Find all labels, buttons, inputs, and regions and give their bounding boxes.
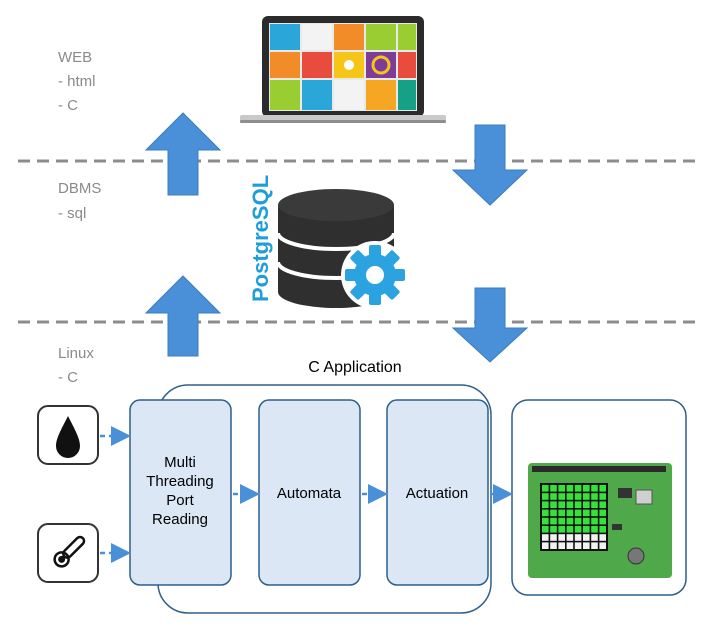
led-pixel <box>566 542 574 549</box>
led-pixel <box>591 485 598 492</box>
led-pixel <box>591 501 598 508</box>
gear-icon <box>341 241 409 309</box>
led-pixel <box>550 526 557 533</box>
led-pixel <box>574 501 582 508</box>
layer-name-dbms: DBMS <box>58 180 101 197</box>
led-pixel <box>558 542 565 549</box>
water-drop-icon <box>56 416 80 458</box>
led-pixel <box>550 534 557 541</box>
led-pixel <box>550 517 557 525</box>
led-pixel <box>558 485 565 492</box>
led-pixel <box>550 509 557 517</box>
led-pixel <box>558 509 565 517</box>
led-pixel <box>558 517 565 525</box>
led-pixel <box>574 509 582 517</box>
arrow-up-to-dbms <box>144 275 222 357</box>
module-label-actuation: Actuation <box>406 485 469 502</box>
led-pixel <box>566 517 574 525</box>
postgresql-label: PostgreSQL <box>248 175 273 302</box>
application-title: C Application <box>308 359 401 376</box>
led-pixel <box>566 526 574 533</box>
led-pixel <box>574 534 582 541</box>
led-pixel <box>591 493 598 500</box>
arrow-up-to-web <box>144 112 222 196</box>
led-pixel <box>583 542 590 549</box>
led-pixel <box>558 493 565 500</box>
led-pixel <box>542 534 549 541</box>
led-pixel <box>542 493 549 500</box>
led-pixel <box>574 526 582 533</box>
humidity-sensor <box>37 405 99 465</box>
layer-label-web: WEB - html - C <box>58 49 96 114</box>
led-pixel <box>591 517 598 525</box>
layer-name-linux: Linux <box>58 345 94 362</box>
sense-hat-board-icon <box>528 463 672 578</box>
thermometer-icon <box>53 535 86 568</box>
layer-name-web: WEB <box>58 49 92 66</box>
led-pixel <box>591 509 598 517</box>
layer-item: - sql <box>58 205 86 222</box>
led-pixel <box>574 493 582 500</box>
led-pixel <box>550 501 557 508</box>
led-pixel <box>599 501 606 508</box>
led-pixel <box>566 493 574 500</box>
led-pixel <box>583 509 590 517</box>
led-pixel <box>574 485 582 492</box>
led-pixel <box>599 517 606 525</box>
module-label-line: Reading <box>152 511 208 528</box>
led-pixel <box>591 526 598 533</box>
led-pixel <box>558 526 565 533</box>
led-pixel <box>599 534 606 541</box>
module-threading <box>129 399 232 586</box>
led-pixel <box>574 542 582 549</box>
module-label-automata: Automata <box>277 485 342 502</box>
led-pixel <box>591 534 598 541</box>
led-pixel <box>599 526 606 533</box>
led-pixel <box>599 542 606 549</box>
module-label-line: Threading <box>146 473 214 490</box>
temperature-sensor <box>37 523 99 583</box>
led-pixel <box>550 485 557 492</box>
led-pixel <box>599 493 606 500</box>
led-pixel <box>542 517 549 525</box>
led-pixel <box>542 501 549 508</box>
led-pixel <box>583 501 590 508</box>
led-pixel <box>550 542 557 549</box>
led-pixel <box>558 501 565 508</box>
led-pixel <box>566 509 574 517</box>
layer-item: - C <box>58 97 78 114</box>
laptop-icon <box>240 16 446 123</box>
led-pixel <box>550 493 557 500</box>
layer-label-dbms: DBMS - sql <box>58 180 101 222</box>
layer-label-linux: Linux - C <box>58 345 94 386</box>
led-pixel <box>583 534 590 541</box>
led-pixel <box>542 485 549 492</box>
led-pixel <box>591 542 598 549</box>
module-label-line: Port <box>166 492 194 509</box>
arrow-down-from-dbms <box>451 287 529 363</box>
led-pixel <box>583 526 590 533</box>
led-pixel <box>566 534 574 541</box>
module-label-line: Multi <box>164 454 196 471</box>
layer-item: - C <box>58 369 78 386</box>
led-pixel <box>542 542 549 549</box>
led-pixel <box>583 493 590 500</box>
led-pixel <box>558 534 565 541</box>
led-pixel <box>566 501 574 508</box>
led-pixel <box>599 509 606 517</box>
led-pixel <box>542 509 549 517</box>
led-pixel <box>566 485 574 492</box>
led-pixel <box>583 517 590 525</box>
arrow-down-from-web <box>451 124 529 206</box>
led-pixel <box>583 485 590 492</box>
layer-item: - html <box>58 73 96 90</box>
led-pixel <box>574 517 582 525</box>
led-pixel <box>599 485 606 492</box>
led-pixel <box>542 526 549 533</box>
